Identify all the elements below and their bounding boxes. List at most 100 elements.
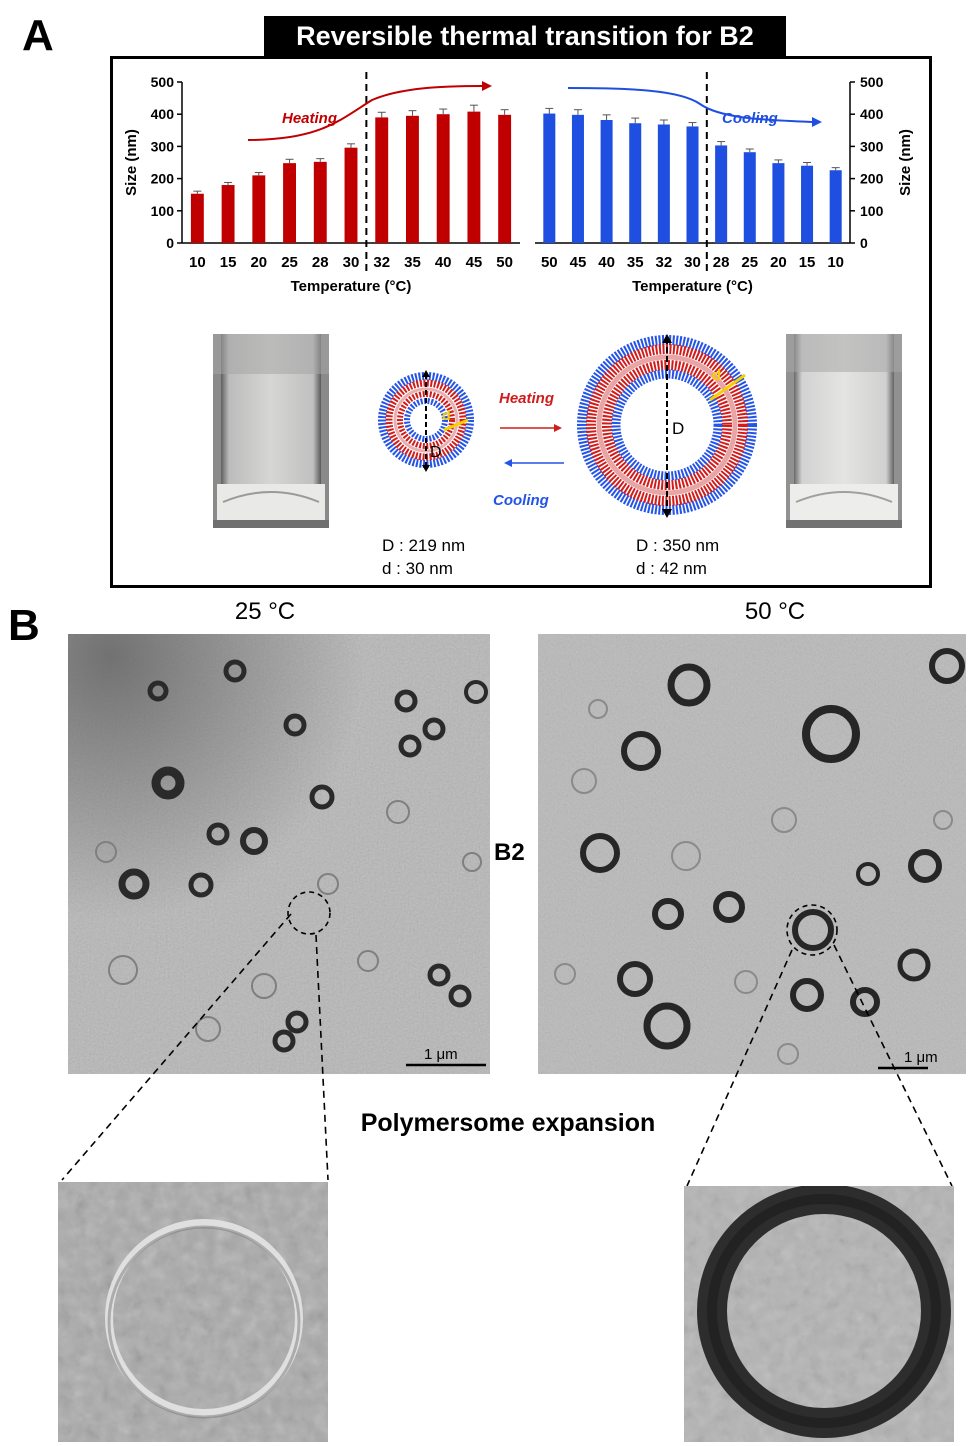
large-vesicle-d: d : 42 nm [636, 559, 707, 578]
zoom-circle-25c [287, 891, 331, 935]
heating-bar [344, 147, 358, 243]
cooling-bar [772, 163, 785, 243]
cooling-x-tick-label: 40 [598, 254, 615, 271]
small-vesicle-d-mark: d [442, 407, 451, 423]
heating-x-tick-label: 30 [343, 254, 360, 271]
heating-x-tick-label: 28 [312, 254, 329, 271]
large-vesicle: d D [577, 334, 757, 518]
cooling-bar [743, 152, 756, 243]
heating-bar [283, 163, 296, 243]
heating-bar [498, 114, 512, 244]
temp-label-25: 25 °C [234, 598, 296, 625]
small-vesicle-d: d : 30 nm [382, 559, 453, 578]
heating-x-tick-label: 32 [373, 254, 390, 271]
temp-label-50: 50 °C [744, 598, 806, 625]
panel-a-letter: A [22, 11, 54, 60]
cooling-y-axis-title: Size (nm) [897, 129, 914, 196]
cooling-x-tick-label: 45 [570, 254, 587, 271]
large-vesicle-d-mark: d [712, 367, 721, 384]
heating-x-tick-label: 35 [404, 254, 421, 271]
heating-y-axis-title: Size (nm) [123, 129, 140, 196]
zoom-inset-50c [684, 1186, 954, 1442]
cooling-x-tick-label: 30 [684, 254, 701, 271]
cooling-y-tick-label: 200 [860, 171, 884, 187]
polymersome-expansion-caption: Polymersome expansion [360, 1109, 656, 1137]
heating-bar [190, 193, 204, 243]
heating-bar [406, 115, 419, 243]
panel-b-letter: B [8, 601, 40, 650]
chart-annotations: Heating Cooling [247, 81, 822, 141]
cuvette-photo-right [786, 334, 902, 528]
panel-a-title: Reversible thermal transition for B2 [264, 16, 786, 56]
heating-bar [375, 117, 389, 243]
heating-y-tick-label: 300 [151, 138, 175, 154]
cooling-x-tick-label: 25 [741, 254, 758, 271]
heating-x-tick-label: 20 [250, 254, 267, 271]
chart-cooling-label: Cooling [722, 110, 778, 127]
cooling-bar [686, 126, 699, 243]
heating-y-tick-label: 200 [151, 171, 175, 187]
cooling-bar [600, 119, 613, 243]
cooling-y-tick-label: 0 [860, 235, 868, 251]
cooling-y-tick-label: 300 [860, 138, 884, 154]
small-vesicle: d D [378, 370, 474, 472]
heating-curve-arrow [247, 85, 483, 141]
cooling-bar [629, 123, 642, 243]
cuvette-photo-left [213, 334, 329, 528]
heating-bar [467, 111, 481, 244]
cooling-y-tick-label: 500 [860, 74, 884, 90]
large-vesicle-D-mark: D [672, 419, 684, 438]
schematic-cooling-label: Cooling [493, 492, 549, 509]
cooling-x-tick-label: 28 [713, 254, 730, 271]
cooling-y-tick-label: 400 [860, 106, 884, 122]
sample-label-b2: B2 [494, 839, 525, 866]
tem-image-25c: 1 μm [68, 634, 490, 1074]
heating-bar [313, 161, 327, 243]
heating-bar [436, 114, 450, 243]
cooling-bar [715, 145, 728, 243]
heating-x-tick-label: 15 [220, 254, 237, 271]
heating-y-tick-label: 100 [151, 203, 175, 219]
heating-y-tick-label: 400 [151, 106, 175, 122]
small-vesicle-D: D : 219 nm [382, 536, 466, 555]
heating-x-tick-label: 40 [435, 254, 452, 271]
zoom-inset-25c [58, 1182, 328, 1442]
transition-arrows: Heating Cooling [493, 390, 564, 509]
scale-label-50c: 1 μm [904, 1049, 938, 1066]
cooling-x-tick-label: 50 [541, 254, 558, 271]
cooling-arrowhead [812, 117, 822, 127]
heating-x-tick-label: 45 [466, 254, 483, 271]
scale-label-25c: 1 μm [424, 1046, 458, 1063]
small-vesicle-D-mark: D [430, 444, 442, 461]
heating-x-tick-label: 25 [281, 254, 298, 271]
heating-x-axis-title: Temperature (°C) [291, 278, 412, 295]
size-charts: 0 100 200 300 400 500 10 15 20 25 28 30 32 35 40 45 50Te… [123, 72, 914, 295]
zoom-circle-50c [786, 904, 838, 956]
cooling-curve-arrow [567, 87, 813, 123]
heating-x-tick-label: 50 [496, 254, 513, 271]
cooling-x-tick-label: 35 [627, 254, 644, 271]
cooling-y-tick-label: 100 [860, 203, 884, 219]
large-vesicle-D: D : 350 nm [636, 536, 720, 555]
cooling-x-axis-title: Temperature (°C) [632, 278, 753, 295]
cooling-bar [801, 165, 814, 243]
heating-y-tick-label: 500 [151, 74, 175, 90]
cooling-x-tick-label: 10 [827, 254, 844, 271]
cooling-x-tick-label: 32 [656, 254, 673, 271]
schematic-heating-label: Heating [499, 390, 554, 407]
heating-bar [252, 175, 266, 243]
tem-image-50c: 1 μm [538, 634, 966, 1074]
cooling-bar [829, 170, 842, 243]
vesicle-schematic: d D d D Heating Cooling [378, 334, 757, 518]
heating-arrowhead [482, 81, 492, 91]
cooling-bar [543, 113, 556, 243]
chart-heating-label: Heating [282, 110, 337, 127]
cooling-bar-chart: 0 100 200 300 400 500 50 45 40 35 32 30 28 25 20 15 10Te… [535, 72, 914, 295]
panel-a-frame [110, 56, 932, 588]
cooling-x-tick-label: 20 [770, 254, 787, 271]
cooling-x-tick-label: 15 [799, 254, 816, 271]
cooling-bar [657, 124, 670, 243]
heating-bar [221, 185, 235, 243]
